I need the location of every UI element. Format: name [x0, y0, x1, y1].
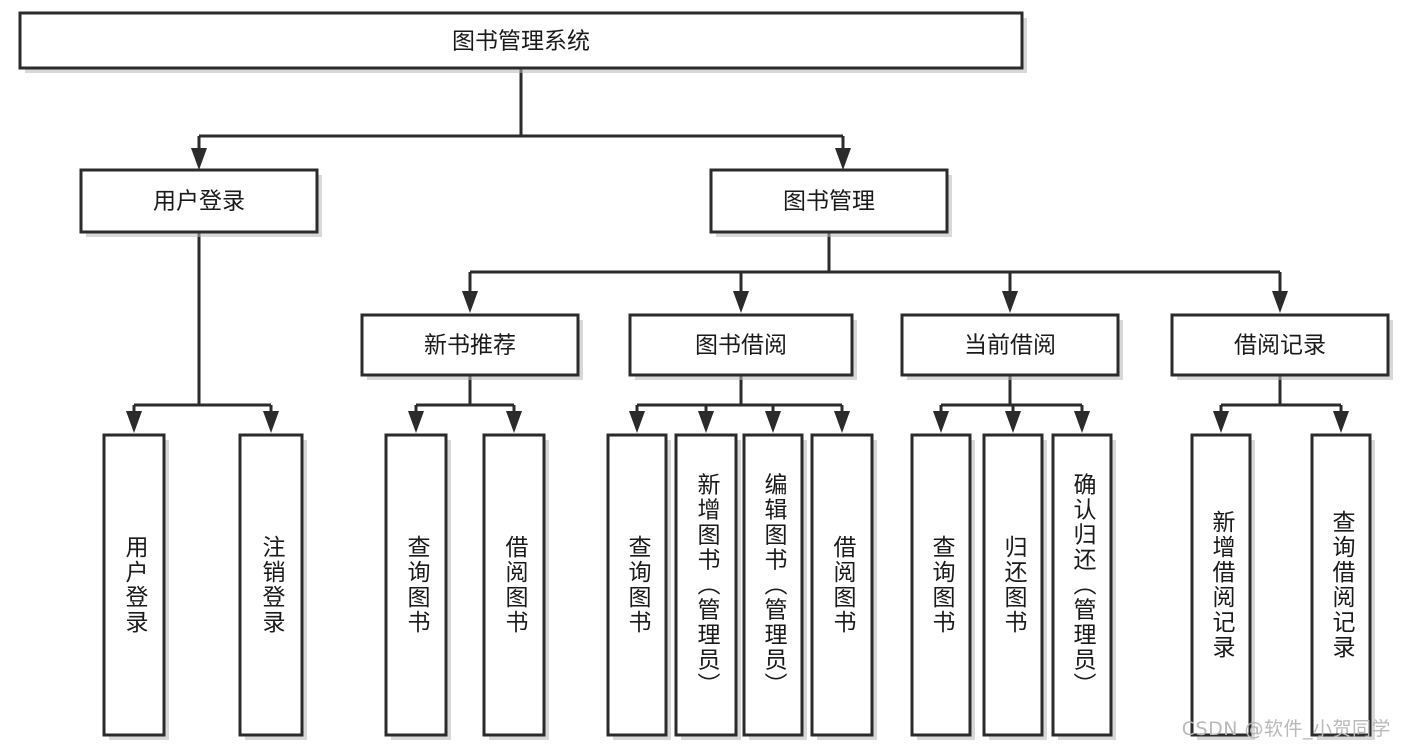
- node-leaf-query-borrow-record[interactable]: 查询借阅记录: [1310, 433, 1375, 740]
- node-leaf-add-borrow-record[interactable]: 新增借阅记录: [1190, 433, 1255, 740]
- edge-newbook-to-leaves: [408, 375, 522, 433]
- node-new-book-recommend[interactable]: 新书推荐: [360, 313, 583, 380]
- node-borrow-record[interactable]: 借阅记录: [1170, 313, 1393, 380]
- node-book-borrow[interactable]: 图书借阅: [628, 313, 857, 380]
- node-leaf-confirm-return-label: 确认归还（管理员）: [1069, 473, 1097, 698]
- node-leaf-user-login-label: 用户登录: [121, 535, 149, 635]
- edge-bookmanage-to-level3: [462, 232, 1288, 313]
- edge-bookborrow-to-leaves: [629, 375, 850, 433]
- node-leaf-borrow-book[interactable]: 借阅图书: [810, 433, 877, 740]
- csdn-watermark: CSDN @软件_小贺同学: [1181, 718, 1391, 740]
- node-leaf-query-book-rec[interactable]: 查询图书: [384, 433, 451, 740]
- node-current-borrow[interactable]: 当前借阅: [900, 313, 1123, 380]
- node-user-login-label: 用户登录: [153, 189, 245, 215]
- node-book-manage[interactable]: 图书管理: [709, 168, 952, 237]
- node-user-login[interactable]: 用户登录: [79, 168, 322, 237]
- node-book-borrow-label: 图书借阅: [695, 333, 787, 359]
- node-leaf-add-borrow-record-label: 新增借阅记录: [1208, 510, 1236, 660]
- node-borrow-record-label: 借阅记录: [1234, 333, 1326, 359]
- node-leaf-edit-book-label: 编辑图书（管理员）: [760, 473, 788, 698]
- node-current-borrow-label: 当前借阅: [964, 333, 1056, 359]
- edge-userlogin-to-leaves: [126, 232, 279, 433]
- node-leaf-confirm-return[interactable]: 确认归还（管理员）: [1051, 433, 1116, 740]
- node-leaf-query-book-cur-label: 查询图书: [928, 535, 956, 635]
- connector-layer: [126, 68, 1349, 433]
- node-new-book-recommend-label: 新书推荐: [424, 333, 516, 359]
- node-leaf-user-login[interactable]: 用户登录: [102, 433, 169, 740]
- node-leaf-query-book-rec-label: 查询图书: [403, 535, 431, 635]
- node-leaf-query-book-borrow[interactable]: 查询图书: [606, 433, 671, 740]
- node-leaf-return-book-label: 归还图书: [1000, 535, 1028, 635]
- node-leaf-edit-book[interactable]: 编辑图书（管理员）: [742, 433, 807, 740]
- edge-root-to-level2: [191, 68, 851, 170]
- node-leaf-query-book-borrow-label: 查询图书: [624, 535, 652, 635]
- node-leaf-query-book-cur[interactable]: 查询图书: [910, 433, 975, 740]
- node-leaf-logout-label: 注销登录: [258, 535, 286, 635]
- node-leaf-logout[interactable]: 注销登录: [238, 433, 307, 740]
- edge-borrowrecord-to-leaves: [1213, 375, 1349, 433]
- node-leaf-borrow-book-label: 借阅图书: [829, 535, 857, 635]
- edge-currentborrow-to-leaves: [933, 375, 1090, 433]
- node-leaf-add-book-label: 新增图书（管理员）: [693, 473, 721, 698]
- node-leaf-borrow-book-rec[interactable]: 借阅图书: [482, 433, 549, 740]
- node-leaf-query-borrow-record-label: 查询借阅记录: [1328, 510, 1356, 660]
- node-book-manage-label: 图书管理: [783, 189, 875, 215]
- node-root-label: 图书管理系统: [452, 29, 590, 55]
- node-root[interactable]: 图书管理系统: [18, 11, 1027, 73]
- node-leaf-borrow-book-rec-label: 借阅图书: [501, 535, 529, 635]
- node-leaf-add-book[interactable]: 新增图书（管理员）: [674, 433, 741, 740]
- node-leaf-return-book[interactable]: 归还图书: [982, 433, 1047, 740]
